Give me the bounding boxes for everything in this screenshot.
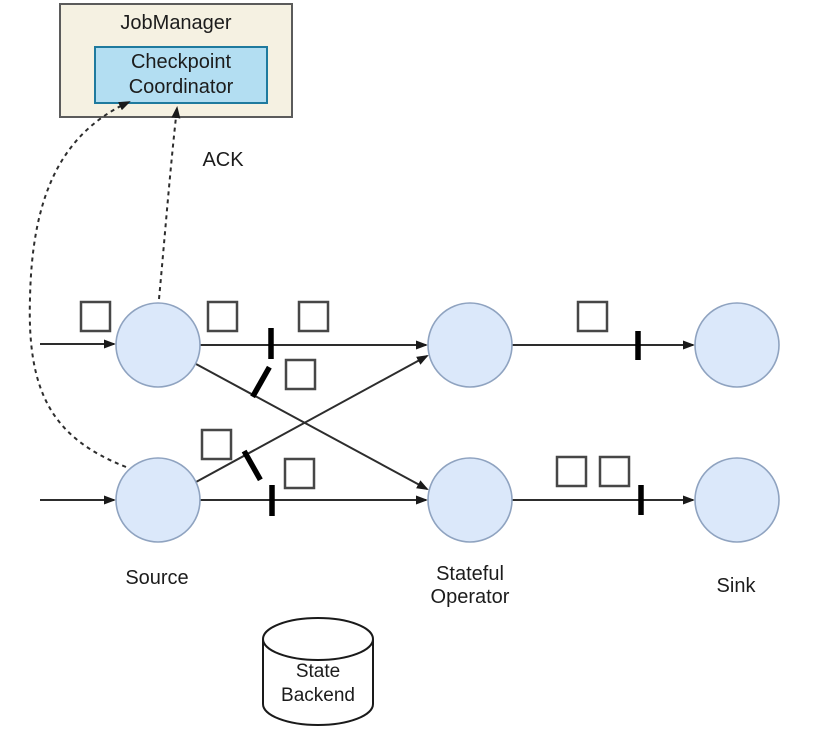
jobmanager-label: JobManager [120, 12, 232, 34]
stateful-operator-label-line2: Operator [431, 586, 510, 608]
record-square-4 [284, 358, 317, 391]
state-backend-cylinder-body [262, 639, 374, 726]
sink-label: Sink [717, 575, 757, 597]
stream-arrow-source-bottom-to-operator-top [195, 355, 429, 483]
source-node-top [115, 302, 201, 388]
record-square-3 [297, 300, 330, 333]
stateful-operator-node-top [427, 302, 513, 388]
ack-arrow-from-source-top [158, 106, 181, 300]
stateful-operator-node-bottom [427, 457, 513, 543]
record-square-1 [79, 300, 112, 333]
source-node-bottom [115, 457, 201, 543]
ack-label: ACK [202, 149, 244, 171]
sink-node-top [694, 302, 780, 388]
state-backend-cylinder: State Backend [262, 617, 374, 726]
checkpoint-barrier-2 [250, 365, 272, 399]
record-square-5 [200, 428, 233, 461]
record-square-2 [206, 300, 239, 333]
checkpoint-coordinator-box [94, 46, 268, 104]
state-backend-cylinder-top [262, 617, 374, 661]
record-square-8 [555, 455, 588, 488]
stateful-operator-label-line1: Stateful [436, 563, 504, 585]
state-backend-label-line1: State [296, 661, 340, 682]
checkpoint-barrier-3 [241, 449, 263, 482]
state-backend-label-line2: Backend [281, 685, 355, 706]
record-square-9 [598, 455, 631, 488]
stream-arrow-source-top-to-operator-bottom [195, 363, 429, 490]
ack-arrow-from-source-bottom [28, 101, 131, 468]
source-label: Source [125, 567, 188, 589]
sink-node-bottom [694, 457, 780, 543]
record-square-7 [576, 300, 609, 333]
checkpoint-coordinator-label-line1: Checkpoint [131, 51, 232, 73]
record-square-6 [283, 457, 316, 490]
checkpoint-coordinator-label-line2: Coordinator [129, 76, 234, 98]
